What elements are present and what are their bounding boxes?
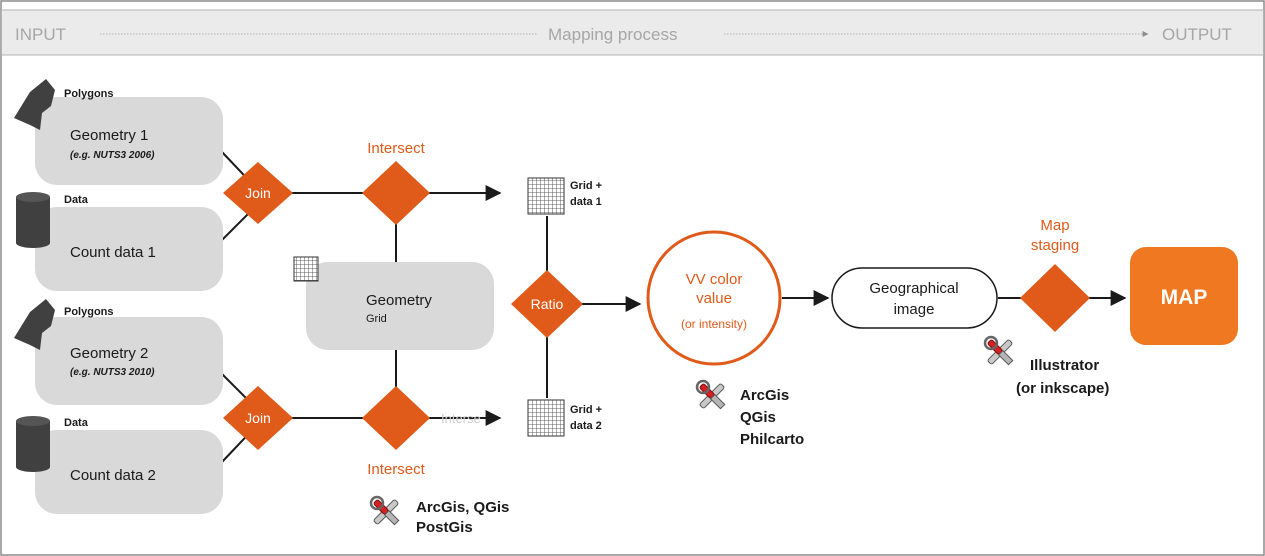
grid-output-2-line2: data 2 — [570, 420, 602, 432]
tools-intersect-line2: PostGis — [416, 519, 473, 536]
join-bottom-label: Join — [245, 410, 271, 426]
polygon-icon — [14, 79, 55, 130]
tools-staging: Illustrator (or inkscape) — [983, 335, 1109, 397]
map-staging-line1: Map — [1040, 217, 1069, 234]
color-value-line3: (or intensity) — [681, 317, 747, 331]
tools-color-line3: Philcarto — [740, 431, 804, 448]
tools-color: ArcGis QGis Philcarto — [695, 379, 804, 448]
input-geometry-2: Polygons Geometry 2 (e.g. NUTS3 2010) — [14, 299, 223, 405]
map-box — [1130, 247, 1238, 345]
tools-staging-line2: (or inkscape) — [1016, 380, 1109, 397]
data-tag: Data — [64, 194, 89, 206]
tools-icon — [369, 495, 400, 526]
color-value-circle — [646, 230, 782, 366]
intersect-faint-label: Interse — [441, 411, 481, 426]
grid-output-2: Grid + data 2 — [527, 399, 602, 437]
geometry-grid-title: Geometry — [366, 292, 432, 309]
header-bar: INPUT Mapping process OUTPUT — [1, 9, 1264, 56]
map-label: MAP — [1161, 286, 1208, 309]
tools-color-line1: ArcGis — [740, 387, 789, 404]
intersect-bottom: Interse Intersect — [362, 386, 481, 478]
tools-intersect: ArcGis, QGis PostGis — [369, 495, 509, 536]
count-data-2-title: Count data 2 — [70, 467, 156, 484]
header-output-label: OUTPUT — [1162, 25, 1232, 44]
join-top: Join — [223, 162, 293, 224]
grid-output-1-line1: Grid + — [570, 180, 602, 192]
geometry-1-note: (e.g. NUTS3 2006) — [70, 150, 155, 161]
color-value-node: VV color value (or intensity) — [646, 230, 782, 366]
map-output-node: MAP — [1130, 247, 1238, 345]
color-value-line1: VV color — [686, 271, 743, 288]
geometry-2-note: (e.g. NUTS3 2010) — [70, 367, 155, 378]
ratio-label: Ratio — [531, 296, 564, 312]
tools-icon — [983, 335, 1014, 366]
geo-image-box — [831, 267, 998, 329]
grid-output-1: Grid + data 1 — [527, 177, 602, 215]
geometry-2-box — [35, 317, 223, 405]
tools-color-line2: QGis — [740, 409, 776, 426]
join-top-label: Join — [245, 185, 271, 201]
header-process-label: Mapping process — [548, 25, 677, 44]
polygons-tag: Polygons — [64, 306, 114, 318]
geometry-grid-subtitle: Grid — [366, 313, 387, 325]
map-staging-line2: staging — [1031, 237, 1079, 254]
input-geometry-1: Polygons Geometry 1 (e.g. NUTS3 2006) — [14, 79, 223, 185]
map-staging-node: Map staging — [1020, 217, 1090, 332]
grid-output-1-line2: data 1 — [570, 196, 602, 208]
ratio-node: Ratio — [511, 270, 583, 338]
geo-image-line2: image — [894, 301, 935, 318]
polygon-icon — [14, 299, 55, 350]
tools-staging-line1: Illustrator — [1030, 357, 1099, 374]
intersect-top: Intersect — [362, 140, 430, 225]
grid-icon-lines — [294, 257, 318, 281]
intersect-top-label: Intersect — [367, 140, 425, 157]
input-count-data-2: Data Count data 2 — [16, 416, 223, 514]
count-data-1-title: Count data 1 — [70, 244, 156, 261]
geometry-1-title: Geometry 1 — [70, 127, 148, 144]
geometry-grid-box — [306, 262, 494, 350]
geo-image-line1: Geographical — [869, 280, 958, 297]
tools-icon — [695, 379, 726, 410]
header-input-label: INPUT — [15, 25, 66, 44]
geometry-2-title: Geometry 2 — [70, 345, 148, 362]
count-data-2-box — [35, 430, 223, 514]
geo-image-node: Geographical image — [831, 267, 998, 329]
database-icon — [16, 192, 50, 248]
color-value-line2: value — [696, 290, 732, 307]
count-data-1-box — [35, 207, 223, 291]
input-count-data-1: Data Count data 1 — [16, 192, 223, 291]
join-bottom: Join — [223, 386, 293, 450]
geometry-1-box — [35, 97, 223, 185]
intersect-bottom-label: Intersect — [367, 461, 425, 478]
database-icon — [16, 416, 50, 472]
geometry-grid-node: Geometry Grid — [293, 256, 494, 350]
data-tag: Data — [64, 417, 89, 429]
grid-output-2-line1: Grid + — [570, 404, 602, 416]
tools-intersect-line1: ArcGis, QGis — [416, 499, 509, 516]
polygons-tag: Polygons — [64, 88, 114, 100]
